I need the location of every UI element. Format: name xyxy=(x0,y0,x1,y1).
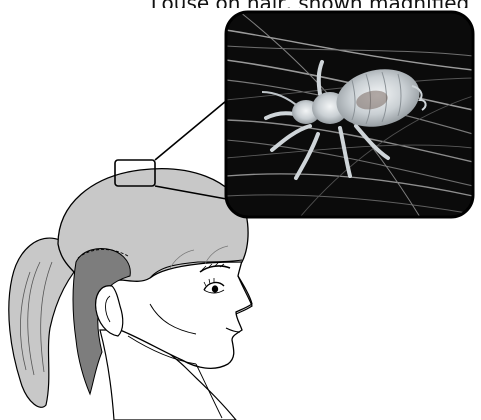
eye-pupil xyxy=(212,285,218,292)
louse-photo xyxy=(226,12,473,217)
connector-line-top xyxy=(155,96,232,160)
girl-head-drawing xyxy=(9,169,252,420)
